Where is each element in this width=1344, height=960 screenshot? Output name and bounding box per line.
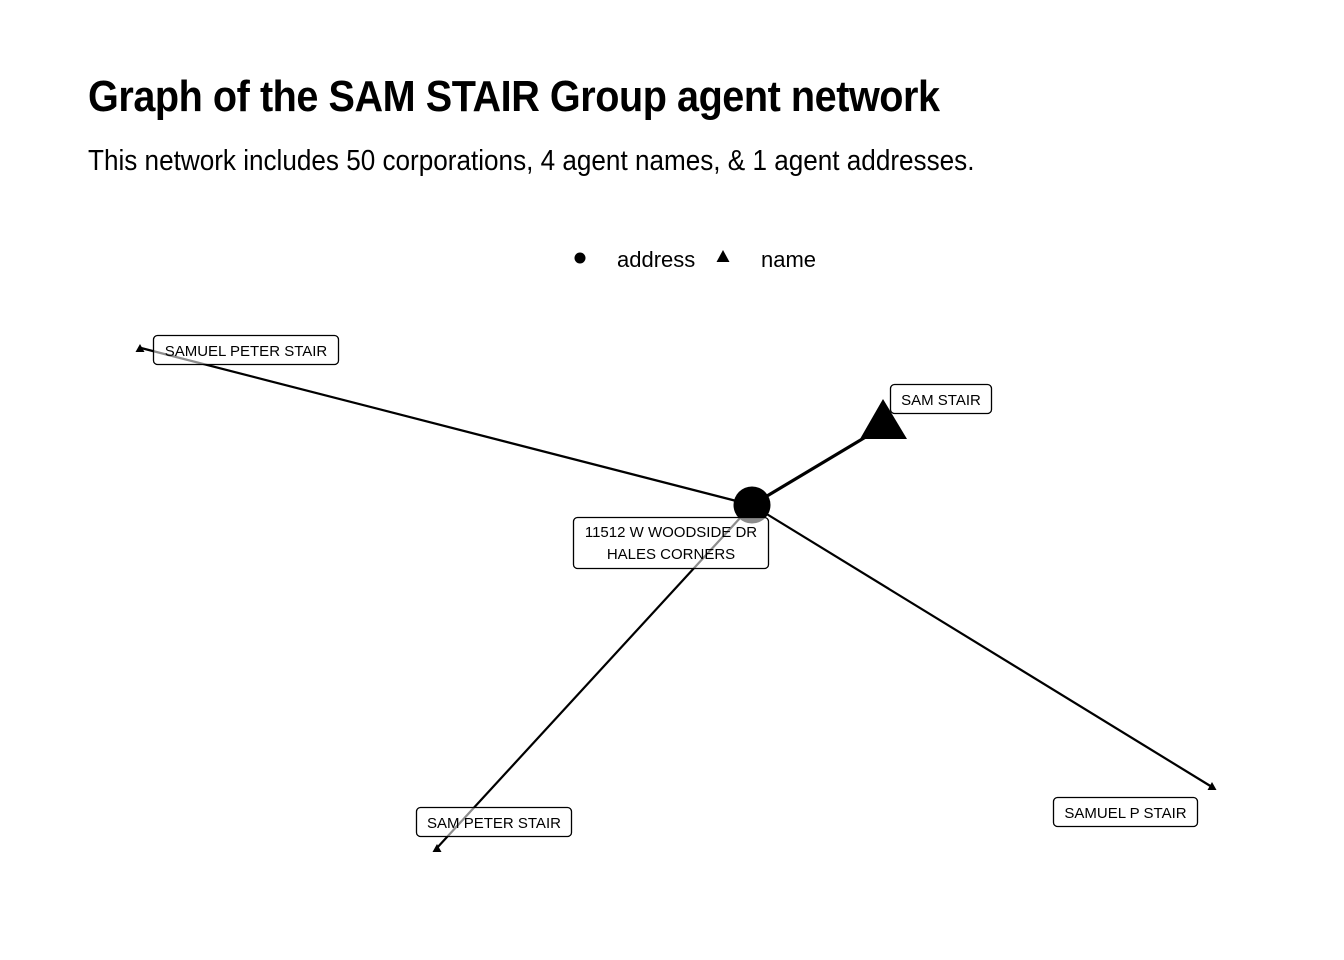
label-address: 11512 W WOODSIDE DR HALES CORNERS [572,516,770,570]
label-box [1052,796,1199,828]
label-text: SAMUEL PETER STAIR [165,343,328,360]
graph-subtitle: This network includes 50 corporations, 4… [88,145,975,177]
node-labels: SAMUEL PETER STAIR SAM STAIR 11512 W WOO… [152,334,1199,838]
label-samuel-p-stair: SAMUEL P STAIR [1052,796,1199,828]
label-text-line-1: 11512 W WOODSIDE DR [585,524,757,541]
graph-title: Graph of the SAM STAIR Group agent netwo… [88,72,940,121]
label-box [152,334,340,366]
label-box [415,806,573,838]
edge-address-samuel-p-stair [751,504,1213,788]
nodes [135,344,1217,852]
label-text-line-2: HALES CORNERS [607,546,735,563]
name-node-sam-peter-stair[interactable] [432,844,442,852]
label-text: SAMUEL P STAIR [1064,805,1186,822]
edge-address-sam-stair [751,424,885,507]
label-box [572,516,770,570]
address-node[interactable] [733,486,771,524]
label-sam-stair: SAM STAIR [889,383,993,415]
edge-address-samuel-peter-stair [140,346,753,507]
label-samuel-peter-stair: SAMUEL PETER STAIR [152,334,340,366]
name-node-samuel-peter-stair[interactable] [135,344,145,352]
legend-name-label: name [761,247,816,272]
label-text: SAM STAIR [901,392,981,409]
name-node-samuel-p-stair[interactable] [1207,782,1217,790]
label-sam-peter-stair: SAM PETER STAIR [415,806,573,838]
legend-address-label: address [617,247,695,272]
name-node-sam-stair[interactable] [860,399,907,439]
label-text: SAM PETER STAIR [427,815,561,832]
legend-address-icon [574,252,586,264]
label-box [889,383,993,415]
edges [140,346,1213,850]
legend-name-icon [716,250,730,262]
legend: address name [574,247,816,272]
